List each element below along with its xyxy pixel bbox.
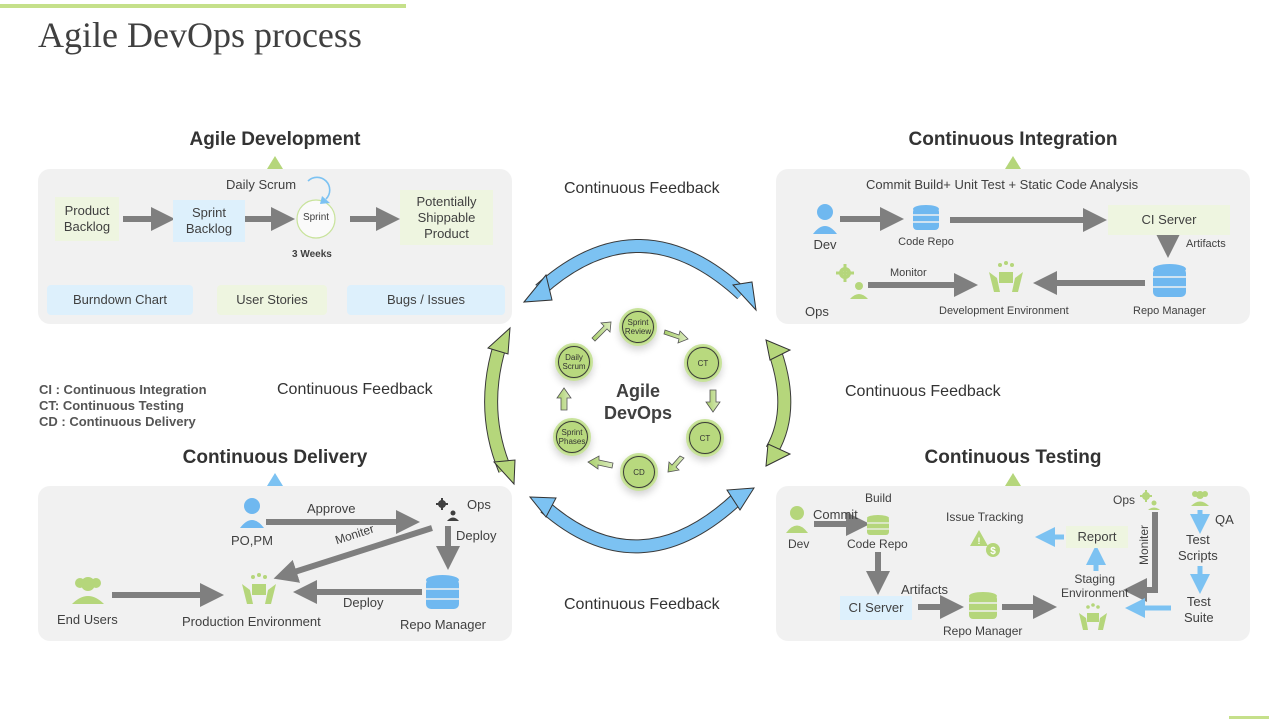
ct-ci-server-box: CI Server xyxy=(840,596,912,620)
ci-subtitle: Commit Build+ Unit Test + Static Code An… xyxy=(866,177,1139,192)
ct-ops-label: Ops xyxy=(1113,493,1136,507)
cd-production-environment-label: Production Environment xyxy=(182,614,321,629)
sprint-duration: 3 Weeks xyxy=(292,249,332,260)
triangle-marker xyxy=(267,473,283,486)
svg-text:!: ! xyxy=(978,536,981,546)
triangle-marker xyxy=(1005,156,1021,169)
continuous-integration-title: Continuous Integration xyxy=(908,129,1118,150)
ci-dev-label: Dev xyxy=(813,237,837,252)
feedback-label-left: Continuous Feedback xyxy=(277,381,433,398)
cycle-node-cd: CD xyxy=(620,453,658,491)
ct-moniter-label: Moniter xyxy=(1137,524,1151,565)
ct-qa-label: QA xyxy=(1215,512,1234,527)
cd-end-users-label: End Users xyxy=(57,612,118,627)
svg-text:$: $ xyxy=(990,546,996,557)
legend-ct: CT: Continuous Testing xyxy=(39,398,184,413)
ci-development-environment-label: Development Environment xyxy=(939,305,1069,317)
development-environment-icon xyxy=(989,261,1023,292)
ci-repo-manager-label: Repo Manager xyxy=(1133,305,1206,317)
daily-scrum-label: Daily Scrum xyxy=(226,177,297,192)
abbreviation-legend: CI : Continuous Integration CT: Continuo… xyxy=(39,382,207,430)
burndown-chart-box: Burndown Chart xyxy=(47,285,193,315)
qa-icon xyxy=(1191,491,1209,506)
user-stories-box: User Stories xyxy=(217,285,327,315)
cycle-node-ct-1: CT xyxy=(684,344,722,382)
cd-ops-label: Ops xyxy=(467,497,491,512)
repo-manager-db-icon xyxy=(426,575,459,609)
ci-monitor-label: Monitor xyxy=(890,267,927,279)
issue-tracking-icon: ! $ xyxy=(970,530,1000,557)
cd-graphics xyxy=(72,498,460,609)
feedback-arc-left xyxy=(484,326,516,486)
feedback-label-bottom: Continuous Feedback xyxy=(564,596,720,613)
ci-artifacts-label: Artifacts xyxy=(1186,238,1226,250)
feedback-label-top: Continuous Feedback xyxy=(564,180,720,197)
ct-report-box: Report xyxy=(1066,526,1128,548)
cd-deploy-down-label: Deploy xyxy=(456,528,497,543)
agile-dev-arrows xyxy=(123,176,400,239)
page-title: Agile DevOps process xyxy=(38,15,362,55)
ct-repo-manager-label: Repo Manager xyxy=(943,624,1023,638)
legend-ci: CI : Continuous Integration xyxy=(39,382,207,397)
ct-issue-tracking-label: Issue Tracking xyxy=(946,510,1024,524)
cd-po-pm-label: PO,PM xyxy=(231,533,273,548)
staging-environment-icon xyxy=(1079,603,1107,630)
ops-gear-icon xyxy=(836,264,868,299)
dev-person-icon xyxy=(790,506,804,520)
continuous-delivery-title: Continuous Delivery xyxy=(182,447,368,468)
triangle-marker xyxy=(1005,473,1021,486)
cycle-node-ct-2: CT xyxy=(686,419,724,457)
bugs-issues-box: Bugs / Issues xyxy=(347,285,505,315)
ct-commit-label: Commit xyxy=(813,507,858,522)
legend-cd: CD : Continuous Delivery xyxy=(39,414,196,429)
ci-code-repo-label: Code Repo xyxy=(898,236,954,248)
cd-repo-manager-label: Repo Manager xyxy=(400,617,486,632)
ct-artifacts-label: Artifacts xyxy=(901,582,948,597)
sprint-label: Sprint xyxy=(302,212,330,223)
end-users-icon xyxy=(72,577,104,604)
ct-code-repo-label: Code Repo xyxy=(847,537,908,551)
inner-cycle-arrows xyxy=(556,321,721,473)
production-environment-icon xyxy=(242,573,276,604)
bottom-accent-bar xyxy=(1229,716,1269,719)
cd-deploy-left-label: Deploy xyxy=(343,595,384,610)
code-repo-db-icon xyxy=(913,205,939,230)
continuous-testing-title: Continuous Testing xyxy=(924,447,1102,468)
ops-gear-icon xyxy=(436,498,459,521)
loop-icon xyxy=(307,176,331,200)
ops-gear-icon xyxy=(1140,490,1160,510)
dev-person-icon xyxy=(817,204,833,220)
cd-approve-label: Approve xyxy=(307,501,356,516)
feedback-arc-right xyxy=(765,339,792,467)
ct-dev-label: Dev xyxy=(788,537,810,551)
feedback-arc-bottom xyxy=(528,487,755,554)
agile-development-title: Agile Development xyxy=(189,129,361,150)
ct-graphics: ! $ xyxy=(786,490,1210,630)
sprint-circle xyxy=(296,199,336,239)
triangle-marker xyxy=(267,156,283,169)
ci-graphics xyxy=(813,204,1186,299)
ct-build-label: Build xyxy=(865,491,892,505)
ci-server-box: CI Server xyxy=(1108,205,1230,235)
top-accent-bar xyxy=(0,4,406,8)
repo-manager-db-icon xyxy=(1153,264,1186,297)
repo-manager-db-icon xyxy=(969,592,997,619)
po-pm-person-icon xyxy=(244,498,260,514)
feedback-label-right: Continuous Feedback xyxy=(845,383,1001,400)
ci-ops-label: Ops xyxy=(805,304,829,319)
code-repo-db-icon xyxy=(867,515,889,535)
feedback-arc-top xyxy=(522,239,757,312)
